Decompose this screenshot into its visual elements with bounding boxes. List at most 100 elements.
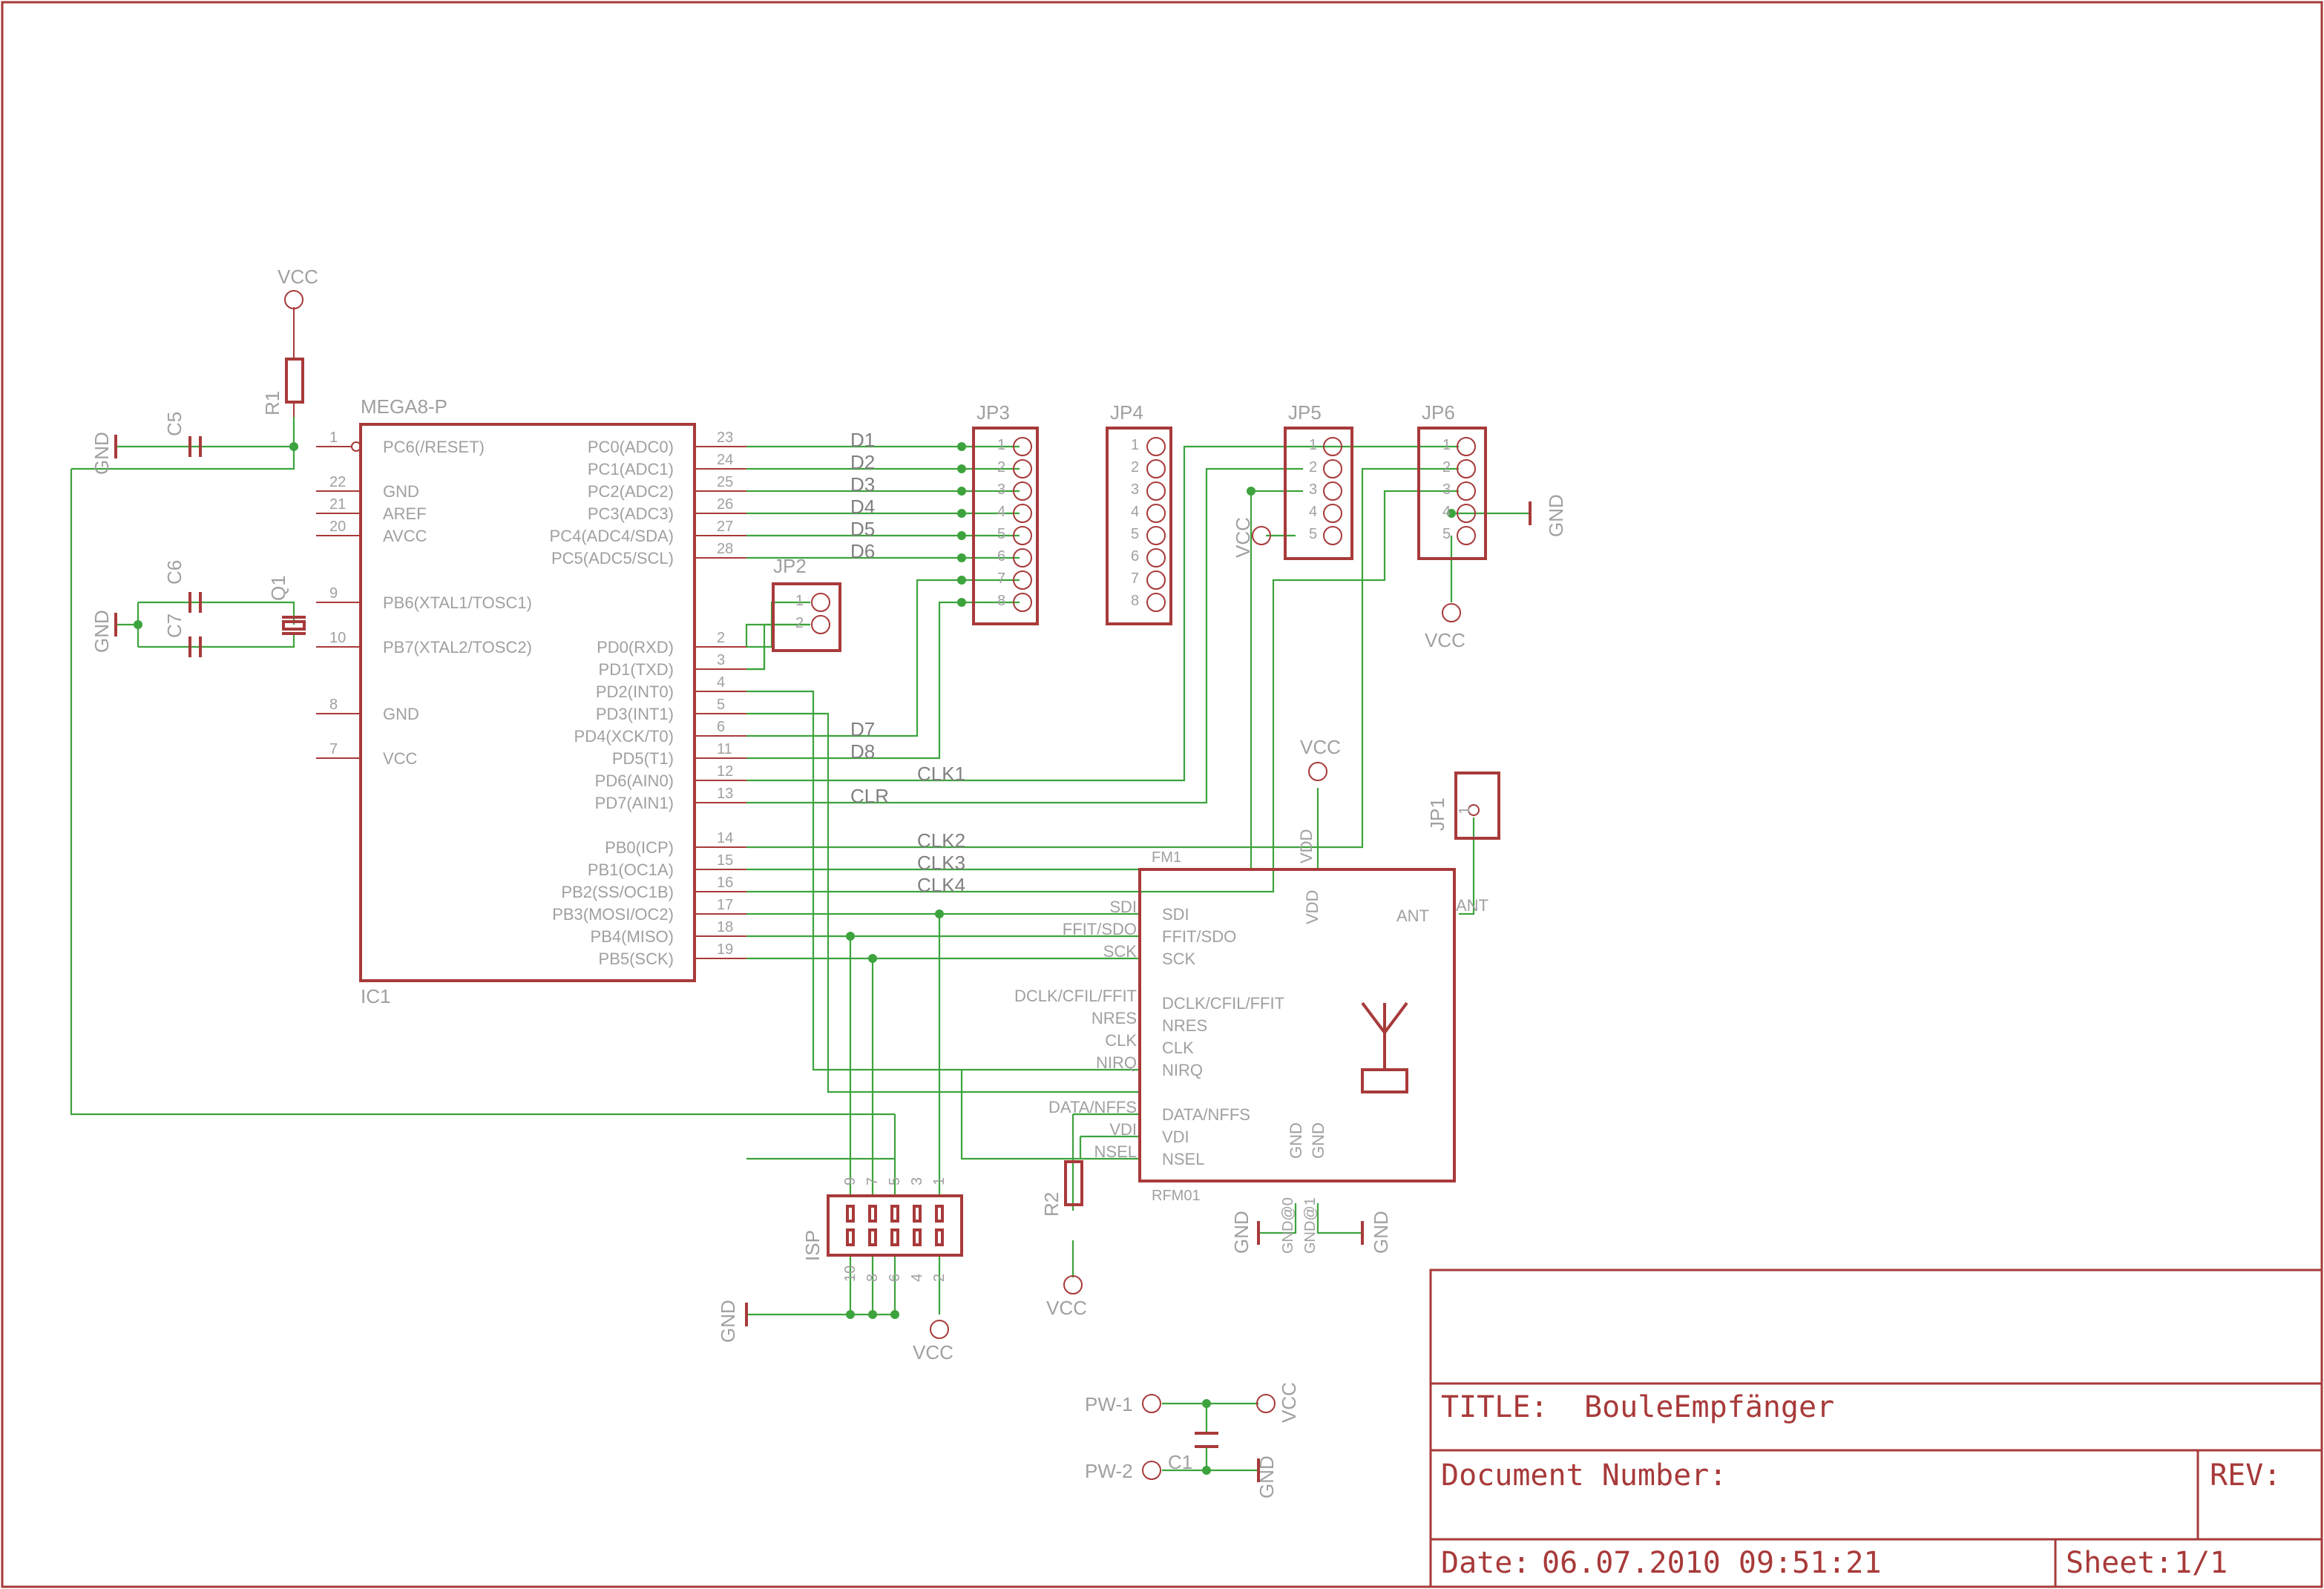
ic1-pin-number-16: 16	[717, 875, 733, 891]
isp-pin-8	[868, 1228, 877, 1246]
jp3-pin-number-7: 7	[997, 570, 1005, 587]
gnd-crystal-label: GND	[91, 610, 113, 653]
ic1-pin-name-22: GND	[383, 482, 419, 501]
rfm-pin-outer-5: CLK	[1105, 1031, 1137, 1050]
resistor-r1: R1	[261, 307, 304, 417]
vcc-isp-label: VCC	[913, 1341, 953, 1363]
jp3-pin-6	[1013, 548, 1032, 568]
ic1-pin-name-25: PC2(ADC2)	[588, 482, 674, 501]
net-labels: D1 D2 D3 D4 D5 D6 D7 D8 CLK1 CLR CLK2 CL…	[850, 429, 965, 896]
ic1-pin-name-21: AREF	[383, 504, 427, 523]
rfm-pin-inner-9: NSEL	[1162, 1150, 1204, 1168]
ic1-right-pins: 23PC0(ADC0)24PC1(ADC1)25PC2(ADC2)26PC3(A…	[550, 430, 746, 968]
ic1-pin-number-20: 20	[329, 519, 346, 535]
sheet-label: Sheet:	[2066, 1546, 2173, 1580]
ic1-pin-name-26: PC3(ADC3)	[588, 504, 674, 523]
rfm-pin-outer-0: SDI	[1109, 898, 1137, 916]
ic1-reset-inversion-bubble	[351, 441, 361, 452]
ic1-pin-number-9: 9	[329, 585, 338, 602]
vcc-rfm: VCC	[1300, 736, 1341, 781]
ic1-pin-number-10: 10	[329, 630, 346, 646]
c7-label: C7	[163, 613, 186, 638]
rev-label: REV:	[2210, 1458, 2281, 1493]
net-label-d7: D7	[850, 718, 875, 740]
ic1-pin-number-28: 28	[717, 541, 733, 557]
jp5-pin-3	[1323, 481, 1342, 501]
jp4-pin-3	[1146, 481, 1166, 501]
rfm-pin-outer-2: SCK	[1103, 942, 1138, 961]
vcc-supplies: VCC VCC VCC VCC VCC VCC VCC	[278, 266, 1465, 1423]
pw1-label: PW-1	[1085, 1393, 1133, 1415]
jp3-label: JP3	[976, 401, 1010, 424]
net-label-clk1: CLK1	[917, 763, 965, 785]
ic1-pin-number-4: 4	[717, 674, 725, 691]
isp-pin-3	[913, 1205, 922, 1223]
jp5-pin-number-3: 3	[1309, 481, 1317, 498]
rfm-gnd-pin-0: GND@0	[1280, 1197, 1296, 1254]
rfm-pin-outer-4: NRES	[1092, 1009, 1137, 1027]
ic1-pin-name-20: AVCC	[383, 527, 427, 545]
gnd-rfm-0-label: GND	[1230, 1211, 1253, 1254]
jp4-label: JP4	[1110, 401, 1143, 424]
gnd-jp6-label: GND	[1545, 494, 1567, 537]
vcc-rfm-label: VCC	[1300, 736, 1341, 758]
jp6-pin-4	[1457, 504, 1476, 523]
vcc-pw-label: VCC	[1278, 1382, 1300, 1423]
gnd-rfm-1: GND	[1361, 1211, 1392, 1254]
ic1-pin-name-15: PB1(OC1A)	[588, 861, 674, 879]
title-label: TITLE:	[1441, 1390, 1549, 1424]
date-label: Date:	[1441, 1546, 1530, 1580]
ic1-pin-name-1: PC6(/RESET)	[383, 438, 485, 456]
gnd-crystal: GND	[91, 610, 117, 653]
ic1-pin-number-17: 17	[717, 897, 733, 913]
jp5-pin-1	[1323, 437, 1342, 456]
jp2-pin-2	[811, 615, 830, 634]
net-label-d1: D1	[850, 429, 875, 451]
gnd-jp6: GND	[1529, 494, 1567, 537]
ic1-pin-name-9: PB6(XTAL1/TOSC1)	[383, 593, 532, 612]
jp3-pin-5	[1013, 526, 1032, 545]
crystal-q1: Q1	[267, 575, 306, 635]
rfm-vdd-inner: VDD	[1303, 890, 1322, 924]
rfm-pin-outer-1: FFIT/SDO	[1063, 920, 1137, 938]
date-value: 06.07.2010 09:51:21	[1542, 1546, 1882, 1580]
rfm-pin-outer-8: VDI	[1109, 1120, 1137, 1139]
gnd-pw: GND	[1255, 1455, 1278, 1498]
jp5-pin-number-4: 4	[1309, 504, 1317, 520]
rfm-pin-inner-0: SDI	[1162, 905, 1189, 924]
rfm-pin-inner-1: FFIT/SDO	[1162, 927, 1236, 946]
ic1-pin-name-17: PB3(MOSI/OC2)	[552, 905, 674, 924]
ic1-pin-name-5: PD3(INT1)	[596, 705, 674, 723]
vcc-pw: VCC	[1256, 1382, 1300, 1423]
jp4-pin-6	[1146, 548, 1166, 568]
jp5-pin-5	[1323, 526, 1342, 545]
capacitor-c5: C5	[163, 412, 202, 457]
rfm-gnd-inner-1: GND	[1287, 1122, 1305, 1159]
ic1-pin-number-22: 22	[329, 474, 346, 490]
net-label-d3: D3	[850, 473, 875, 496]
jp2-pin-number-1: 1	[795, 593, 804, 609]
rfm-pin-outer-3: DCLK/CFIL/FFIT	[1014, 987, 1137, 1005]
vcc-jp6-label: VCC	[1425, 629, 1465, 651]
ic1-pin-name-8: GND	[383, 705, 419, 723]
capacitor-c7: C7	[163, 613, 202, 657]
rfm-pin-outer-7: DATA/NFFS	[1048, 1098, 1137, 1116]
ic1-pin-name-7: VCC	[383, 749, 418, 768]
net-label-d8: D8	[850, 740, 875, 763]
r1-label: R1	[261, 391, 283, 415]
jp3-pin-4	[1013, 504, 1032, 523]
c5-label: C5	[163, 412, 186, 436]
ic1-pin-name-3: PD1(TXD)	[599, 660, 674, 679]
gnd-c5-label: GND	[91, 432, 113, 475]
isp-pin-number-7: 7	[864, 1177, 881, 1185]
jp4-pin-2	[1146, 459, 1166, 478]
ic1-pin-number-1: 1	[329, 430, 338, 446]
ic1-pin-number-5: 5	[717, 697, 725, 713]
ic1-pin-name-12: PD6(AIN0)	[595, 772, 674, 790]
title-value: BouleEmpfänger	[1584, 1390, 1834, 1424]
vcc-jp6: VCC	[1425, 603, 1465, 651]
rfm-ant-inner: ANT	[1396, 907, 1429, 925]
resistor-r2: R2	[1040, 1160, 1083, 1217]
ic1-reference: IC1	[361, 985, 390, 1007]
